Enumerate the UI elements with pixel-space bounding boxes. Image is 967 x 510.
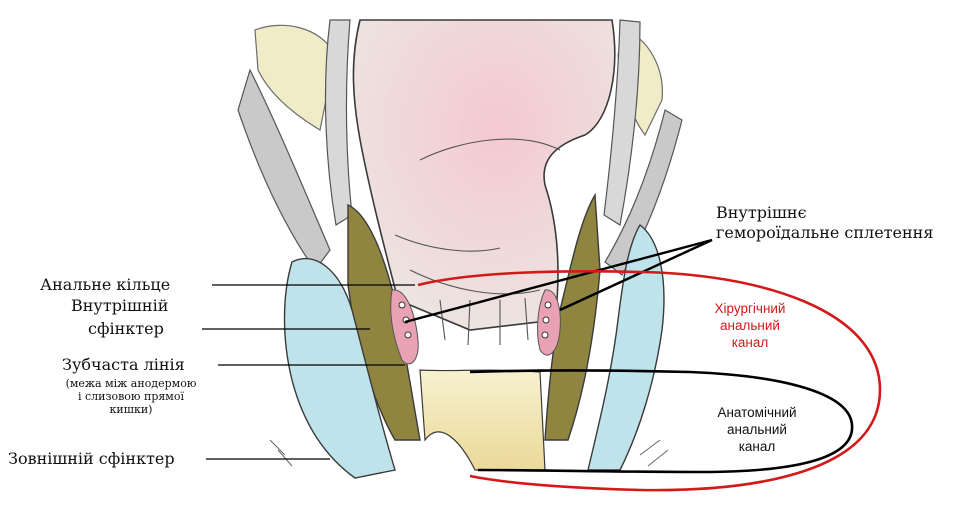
label-dentate-note-1: (межа між анодермою: [58, 377, 204, 390]
label-anatomical-canal-3: канал: [702, 438, 812, 455]
label-surgical-canal-3: канал: [700, 334, 800, 351]
label-anal-ring: Анальне кільце: [40, 275, 170, 294]
label-dentate-note-2: і слизовою прямої: [58, 390, 204, 403]
label-anatomical-canal-2: анальний: [702, 421, 812, 438]
label-internal-sphincter-2: сфінктер: [88, 319, 164, 338]
label-dentate-note-3: кишки): [58, 403, 204, 416]
label-anatomical-canal-1: Анатомічний: [702, 404, 812, 421]
label-internal-plexus-2: гемороїдальне сплетення: [716, 223, 933, 242]
label-surgical-canal-1: Хірургічний: [700, 300, 800, 317]
label-dentate-line: Зубчаста лінія: [62, 355, 185, 374]
anoderm: [420, 370, 545, 470]
label-internal-sphincter-1: Внутрішній: [71, 296, 168, 315]
label-surgical-canal-2: анальний: [700, 317, 800, 334]
label-external-sphincter: Зовнішній сфінктер: [8, 449, 175, 468]
label-internal-plexus-1: Внутрішнє: [716, 203, 807, 222]
